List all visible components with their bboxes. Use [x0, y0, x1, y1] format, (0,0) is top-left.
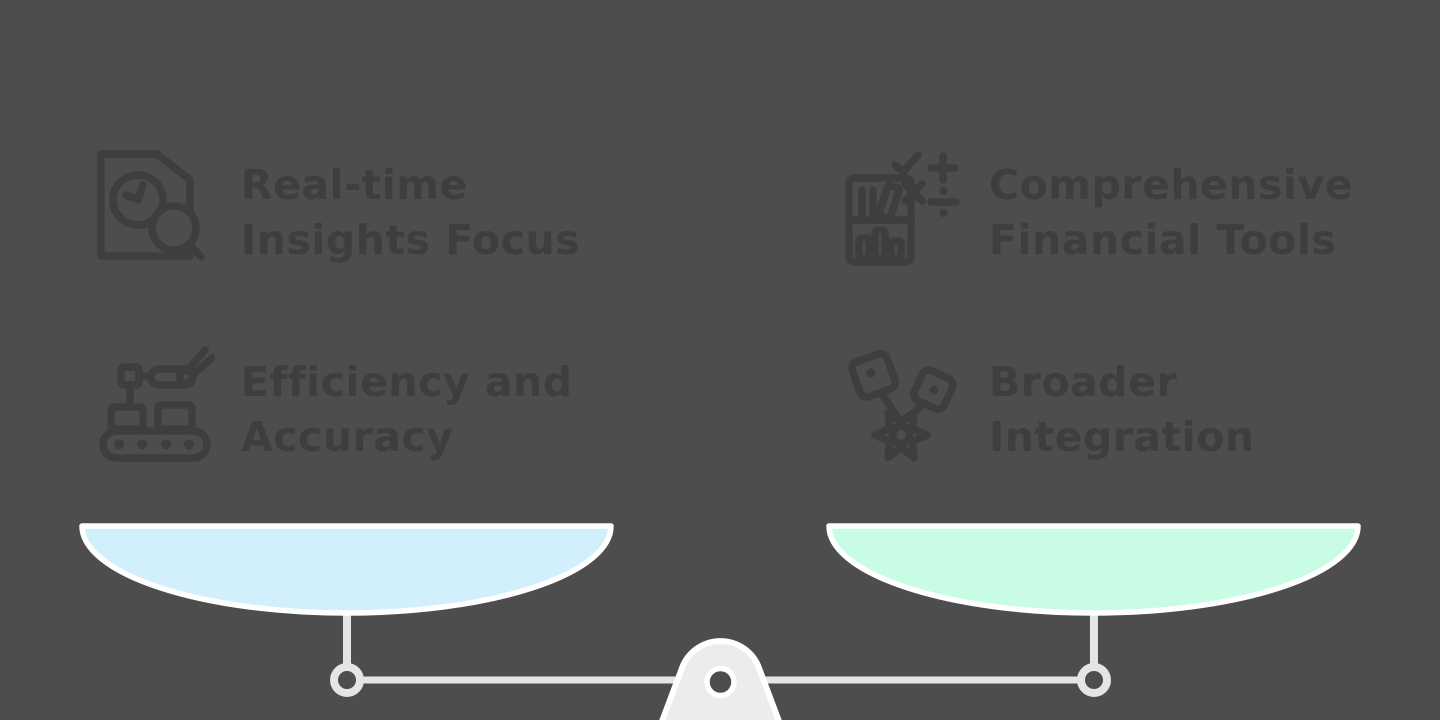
conveyor-automation-icon: [95, 345, 215, 465]
pivot-hole: [704, 665, 737, 699]
feature-title: Efficiency and Accuracy: [241, 355, 573, 465]
feature-comprehensive-financial-tools: Comprehensive Financial Tools: [843, 148, 1353, 268]
document-search-clock-icon: [95, 148, 215, 268]
feature-title: Broader Integration: [989, 355, 1255, 465]
feature-title-line: Efficiency and: [241, 358, 573, 406]
right-hanger-ring: [1077, 663, 1111, 697]
feature-title-line: Insights Focus: [241, 216, 581, 264]
right-scale-pan: [826, 523, 1361, 616]
calculator-math-icon: [843, 148, 963, 268]
gear-integration-icon-feature: Broader Integration: [843, 345, 1255, 465]
feature-title-line: Comprehensive: [989, 161, 1354, 209]
feature-efficiency-accuracy: Efficiency and Accuracy: [95, 345, 573, 465]
feature-title-line: Real-time: [241, 161, 468, 209]
feature-title-line: Financial Tools: [989, 216, 1337, 264]
feature-title-line: Integration: [989, 413, 1255, 461]
gear-integration-icon: [843, 345, 963, 465]
feature-title-line: Accuracy: [241, 413, 454, 461]
feature-title-line: Broader: [989, 358, 1178, 406]
feature-real-time-insights: Real-time Insights Focus: [95, 148, 580, 268]
left-hanger-ring: [330, 663, 364, 697]
feature-title: Real-time Insights Focus: [241, 158, 580, 268]
left-scale-pan: [79, 523, 614, 616]
feature-title: Comprehensive Financial Tools: [989, 158, 1353, 268]
